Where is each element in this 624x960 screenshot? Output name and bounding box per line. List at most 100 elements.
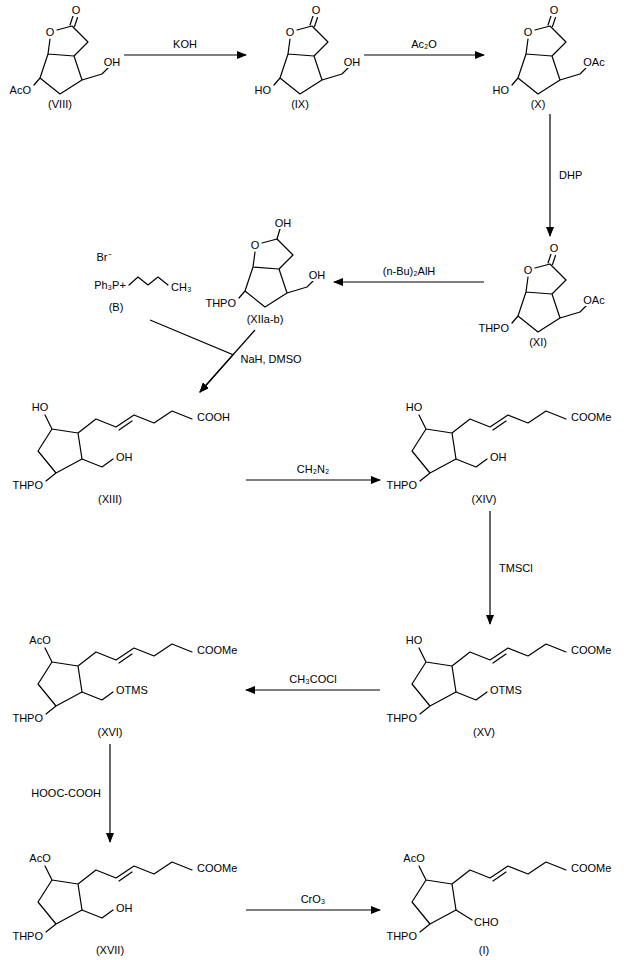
atom-label: AcO: [28, 852, 51, 864]
prostaglandin-compound: AcOCOOMeTHPOCHO(I): [384, 846, 616, 958]
compound-label: (VIII): [47, 98, 73, 110]
reaction-arrow: [246, 909, 380, 910]
compound-label: (XVI): [96, 726, 123, 738]
atom-label: OH: [343, 56, 362, 68]
reagent-label: CH₃COCl: [288, 673, 337, 685]
reaction-arrow: [364, 54, 484, 55]
prostaglandin-compound: HO COOH THPO OH (XIII): [10, 395, 242, 507]
atom-label: COOMe: [570, 644, 612, 656]
reaction-arrow: [124, 54, 246, 55]
atom-label: OH: [115, 902, 134, 914]
lactol-compound: OHOTHPOOH(XIIa-b): [215, 215, 330, 327]
atom-label: Ph₃P+: [93, 279, 127, 291]
atom-label: O: [549, 242, 560, 254]
compound-label: (XIII): [97, 493, 123, 505]
compound-label: (XVII): [95, 944, 125, 956]
reaction-arrow: [246, 479, 380, 480]
atom-label: HO: [492, 84, 511, 96]
reagent-label: TMSCl: [498, 562, 534, 574]
prostaglandin-structure: [38, 644, 192, 714]
atom-label: COOMe: [570, 862, 612, 874]
atom-label: THPO: [11, 930, 44, 942]
atom-label: HO: [405, 634, 424, 646]
reagent-label: KOH: [172, 38, 198, 50]
atom-label: OAc: [582, 294, 605, 306]
atom-label: THPO: [204, 297, 237, 309]
atom-label: COOH: [196, 411, 231, 423]
atom-label: HO: [405, 401, 424, 413]
compound-label: (B): [108, 301, 125, 313]
compound-label: (XV): [472, 726, 496, 738]
reagent-label: (n-Bu)₂AlH: [382, 265, 437, 277]
atom-label: THPO: [11, 712, 44, 724]
atom-label: OTMS: [489, 684, 523, 696]
prostaglandin-structure: [412, 862, 566, 932]
atom-label: Br⁻: [96, 251, 113, 263]
atom-label: THPO: [11, 479, 44, 491]
atom-label: COOMe: [196, 862, 238, 874]
atom-label: HO: [254, 84, 273, 96]
compound-label: (X): [530, 98, 547, 110]
atom-label: O: [285, 26, 296, 38]
atom-label: O: [311, 4, 322, 16]
lactone-compound: O O AcO OH (VIII): [10, 2, 120, 110]
compound-label: (XIV): [470, 493, 497, 505]
reagent-label: CrO₃: [300, 893, 327, 905]
reagent-label: DHP: [558, 169, 583, 181]
atom-label: OH: [115, 451, 134, 463]
prostaglandin-structure: [38, 862, 192, 932]
atom-label: AcO: [402, 852, 425, 864]
atom-label: THPO: [385, 712, 418, 724]
atom-label: OH: [308, 269, 327, 281]
atom-label: OH: [274, 217, 293, 229]
atom-label: THPO: [385, 479, 418, 491]
wittig-reagent: Br⁻Ph₃P+CH₃(B): [88, 245, 188, 317]
atom-label: CH₃: [170, 281, 192, 293]
prostaglandin-compound: AcOCOOMeTHPOOTMS(XVI): [10, 628, 242, 740]
phosphonium-structure: [129, 277, 168, 285]
lactone-structure: [512, 254, 586, 332]
atom-label: THPO: [477, 322, 510, 334]
lactone-structure: [34, 16, 108, 94]
atom-label: OH: [489, 451, 508, 463]
reaction-arrow: [489, 511, 490, 624]
reagent-label: CH₂N₂: [296, 463, 330, 475]
atom-label: CHO: [473, 916, 499, 928]
reagent-label: NaH, DMSO: [240, 353, 303, 365]
atom-label: O: [45, 26, 56, 38]
atom-label: O: [523, 26, 534, 38]
prostaglandin-structure: [412, 411, 566, 481]
reaction-arrow: [549, 114, 550, 236]
atom-label: COOMe: [570, 411, 612, 423]
prostaglandin-compound: HO COOMeTHPO OTMS (XV): [384, 628, 616, 740]
atom-label: O: [549, 4, 560, 16]
reaction-arrow: [109, 744, 110, 842]
reaction-arrow: [246, 689, 380, 690]
compound-label: (IX): [290, 98, 310, 110]
prostaglandin-compound: HO COOMeTHPO OH (XIV): [384, 395, 616, 507]
lactone-compound: OOTHPOOAc(XI): [488, 240, 608, 348]
atom-label: O: [250, 239, 261, 251]
atom-label: O: [523, 264, 534, 276]
lactol-structure: [239, 229, 313, 307]
lactone-compound: OOHOOAc(X): [488, 2, 608, 110]
atom-label: OH: [103, 56, 122, 68]
reagent-label: Ac₂O: [410, 38, 438, 50]
reagent-label: HOOC-COOH: [30, 787, 102, 799]
reaction-arrow: [334, 281, 484, 282]
compound-label: (I): [478, 944, 490, 956]
atom-label: HO: [31, 401, 50, 413]
compound-label: (XIIa-b): [246, 313, 285, 325]
prostaglandin-structure: [38, 411, 192, 481]
lactone-structure: [512, 16, 586, 94]
atom-label: O: [71, 4, 82, 16]
lactone-structure: [274, 16, 348, 94]
lactone-compound: O O HO OH (IX): [250, 2, 360, 110]
atom-label: COOMe: [196, 644, 238, 656]
atom-label: AcO: [28, 634, 51, 646]
atom-label: AcO: [9, 84, 32, 96]
